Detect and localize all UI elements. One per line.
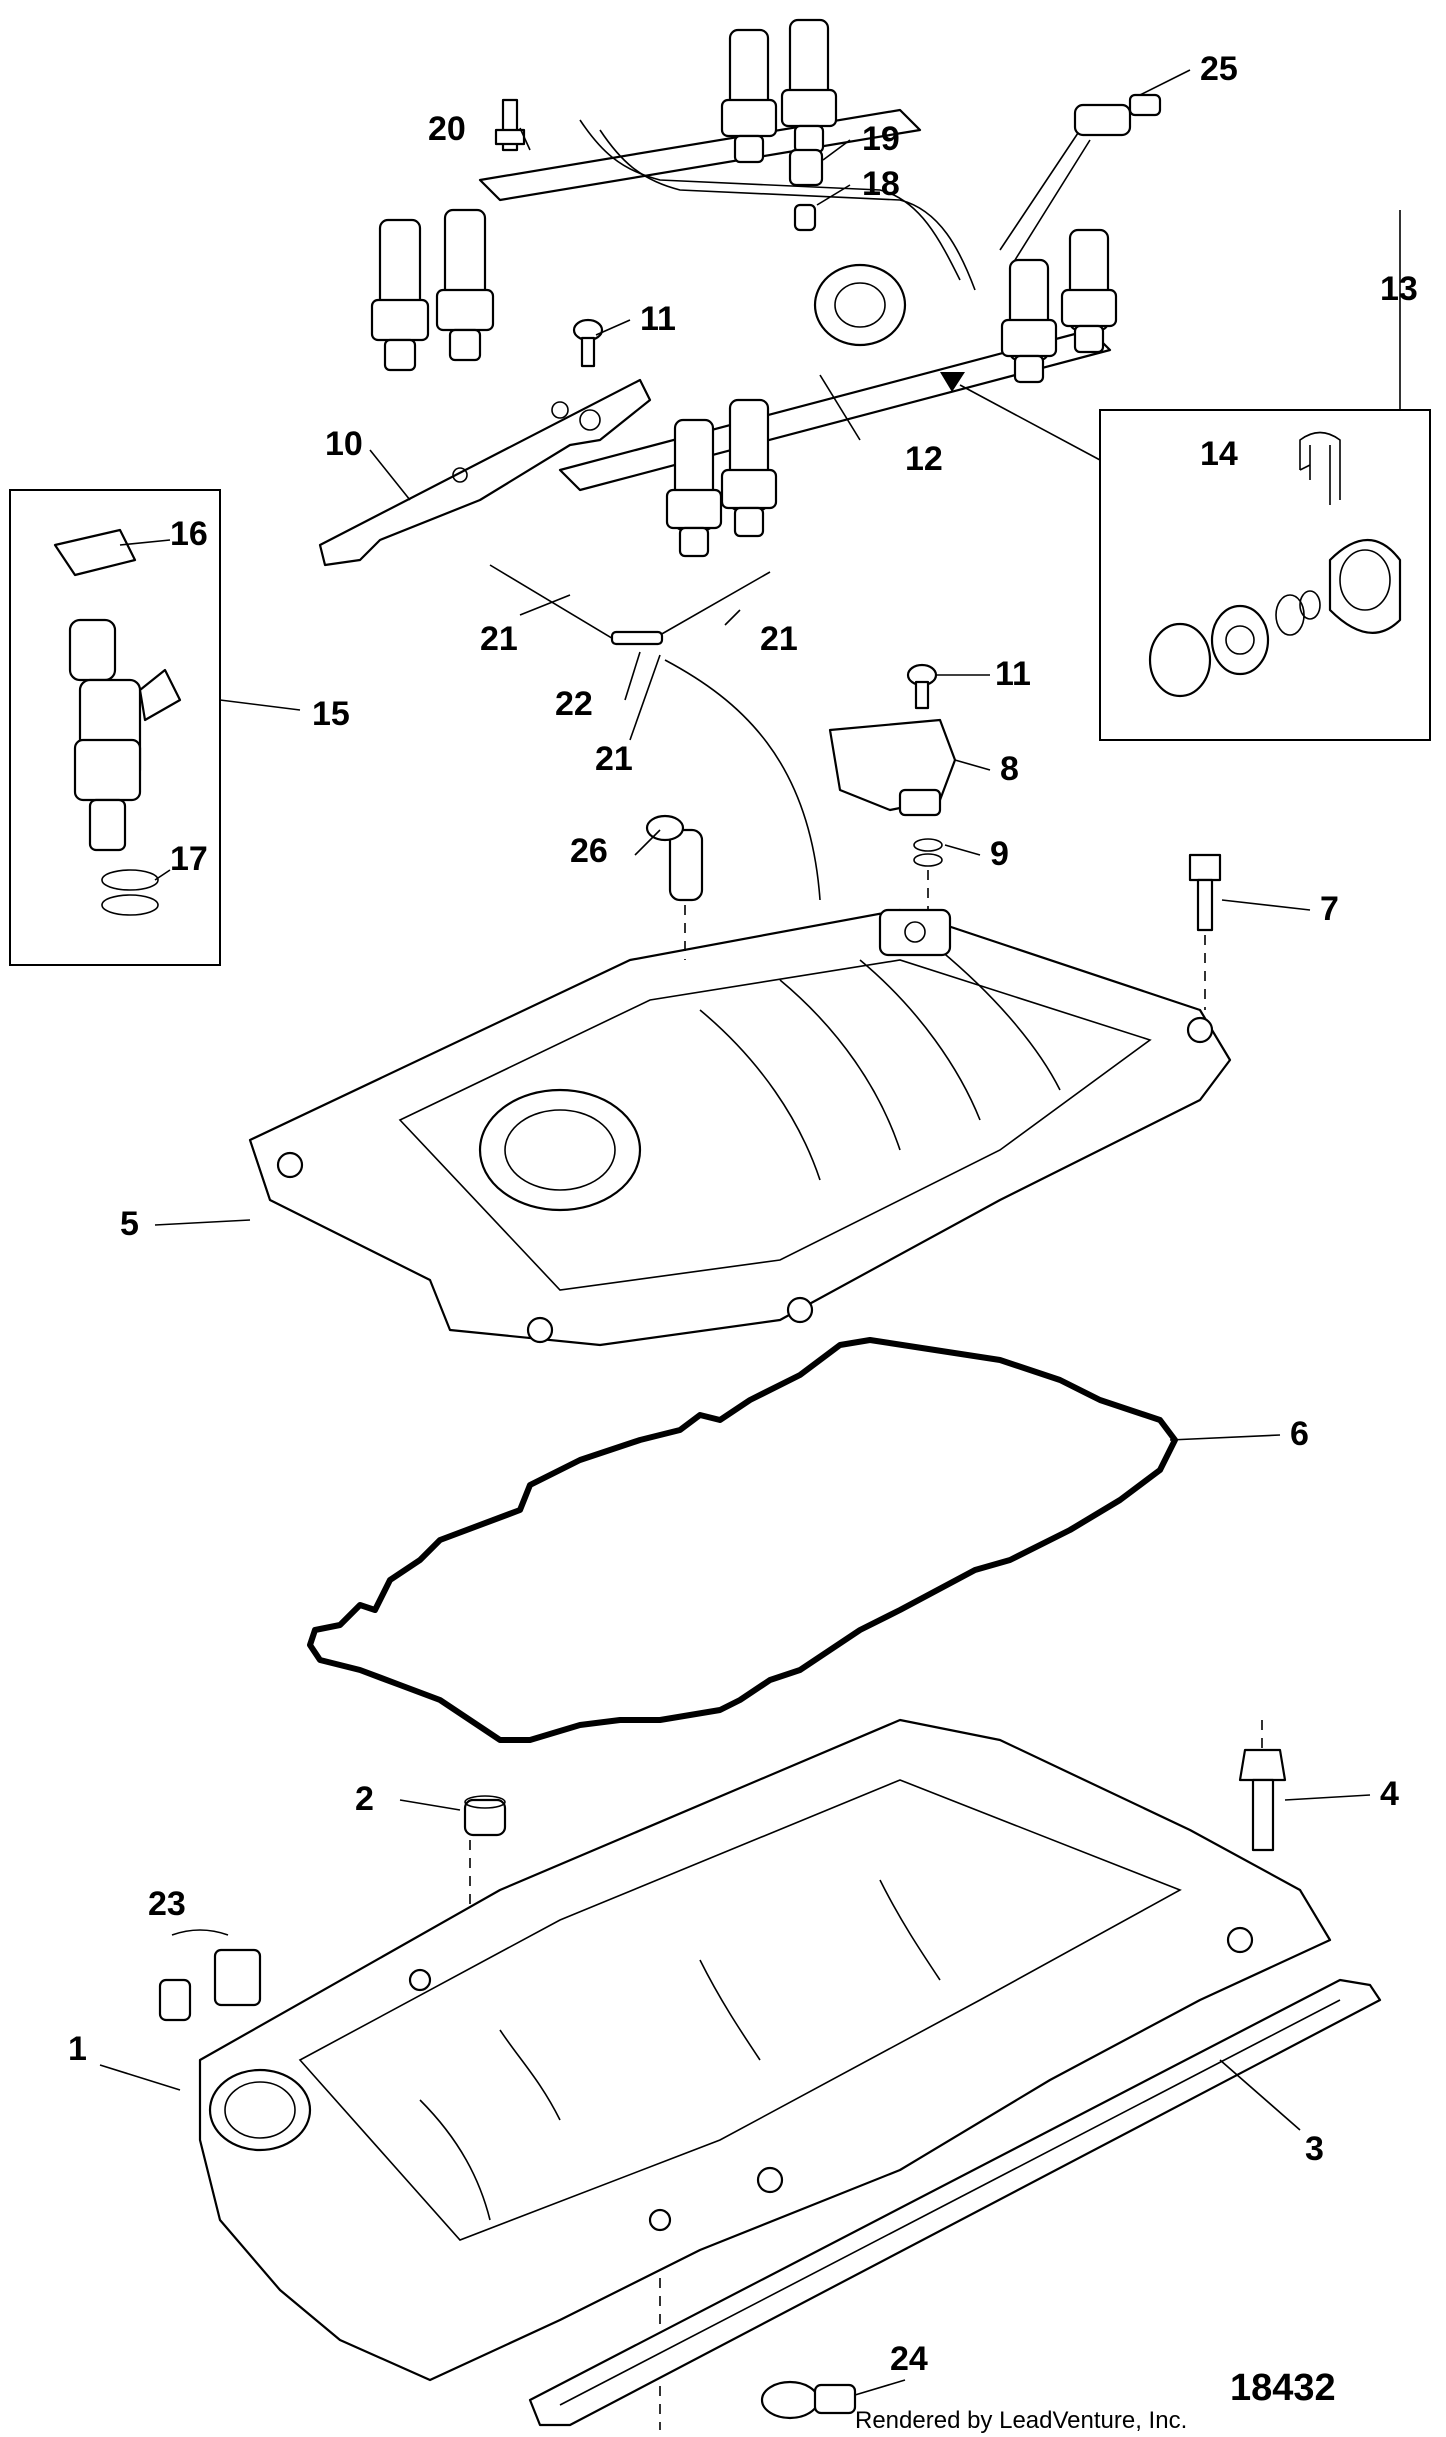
injector-kit-box bbox=[9, 489, 221, 966]
fuel-cap[interactable] bbox=[788, 148, 824, 187]
callout-26: 26 bbox=[570, 832, 608, 870]
callout-19: 19 bbox=[862, 120, 900, 158]
callout-13: 13 bbox=[1380, 270, 1418, 308]
rail-injector-5 bbox=[665, 418, 723, 558]
callout-17: 17 bbox=[170, 840, 208, 878]
figure-number: 18432 bbox=[1230, 2367, 1336, 2409]
callout-5: 5 bbox=[120, 1205, 139, 1243]
callout-9: 9 bbox=[990, 835, 1009, 873]
regulator-kit-box bbox=[1099, 409, 1431, 741]
callout-labels: 25 20 19 18 11 12 13 14 10 16 15 17 21 2… bbox=[68, 50, 1418, 2378]
callout-20: 20 bbox=[428, 110, 466, 148]
wire-bracket[interactable] bbox=[318, 378, 652, 567]
callout-1: 1 bbox=[68, 2030, 87, 2068]
sensor-bolt[interactable] bbox=[906, 663, 938, 710]
rail-injector-3 bbox=[720, 28, 778, 164]
callout-3: 3 bbox=[1305, 2130, 1324, 2168]
callout-24: 24 bbox=[890, 2340, 928, 2378]
callout-18: 18 bbox=[862, 165, 900, 203]
fuel-fitting[interactable] bbox=[1073, 93, 1162, 137]
rail-injector-8 bbox=[1060, 228, 1118, 354]
lower-gasket[interactable] bbox=[528, 1978, 1382, 2427]
intake-gasket[interactable] bbox=[307, 1337, 1178, 1743]
callout-12: 12 bbox=[905, 440, 943, 478]
upper-intake-manifold[interactable] bbox=[248, 908, 1232, 1347]
small-cap[interactable] bbox=[793, 203, 817, 232]
rail-injector-2 bbox=[435, 208, 495, 362]
lower-manifold-bolt[interactable] bbox=[1238, 1748, 1287, 1852]
callout-21-b: 21 bbox=[760, 620, 798, 658]
callout-22: 22 bbox=[555, 685, 593, 723]
hose-fitting[interactable] bbox=[158, 1929, 262, 2022]
rail-injector-1 bbox=[370, 218, 430, 372]
callout-16: 16 bbox=[170, 515, 208, 553]
bracket-screw[interactable] bbox=[572, 318, 604, 368]
leader-lines bbox=[99, 69, 1401, 2396]
map-sensor[interactable] bbox=[828, 718, 957, 817]
callout-23: 23 bbox=[148, 1885, 186, 1923]
callout-4: 4 bbox=[1380, 1775, 1399, 1813]
rail-injector-7 bbox=[1000, 258, 1058, 384]
elbow-fitting[interactable] bbox=[645, 814, 704, 902]
callout-25: 25 bbox=[1200, 50, 1238, 88]
fuel-rail-assembly[interactable] bbox=[370, 18, 1118, 558]
plug[interactable] bbox=[463, 1795, 507, 1837]
render-credit: Rendered by LeadVenture, Inc. bbox=[855, 2407, 1187, 2434]
callout-2: 2 bbox=[355, 1780, 374, 1818]
rail-injector-6 bbox=[720, 398, 778, 538]
callout-14: 14 bbox=[1200, 435, 1238, 473]
callout-8: 8 bbox=[1000, 750, 1019, 788]
temp-sensor[interactable] bbox=[760, 2380, 857, 2420]
callout-6: 6 bbox=[1290, 1415, 1309, 1453]
stud-bolt[interactable] bbox=[494, 98, 526, 152]
rail-injector-4 bbox=[780, 18, 838, 154]
callout-11-lower: 11 bbox=[995, 655, 1031, 693]
callout-21-c: 21 bbox=[595, 740, 633, 778]
callout-21-a: 21 bbox=[480, 620, 518, 658]
callout-15: 15 bbox=[312, 695, 350, 733]
vacuum-lines[interactable] bbox=[489, 564, 821, 901]
callout-11: 11 bbox=[640, 300, 676, 338]
callout-7: 7 bbox=[1320, 890, 1339, 928]
callout-10: 10 bbox=[325, 425, 363, 463]
manifold-bolt[interactable] bbox=[1188, 853, 1222, 932]
lower-intake-manifold[interactable] bbox=[198, 1718, 1332, 2382]
